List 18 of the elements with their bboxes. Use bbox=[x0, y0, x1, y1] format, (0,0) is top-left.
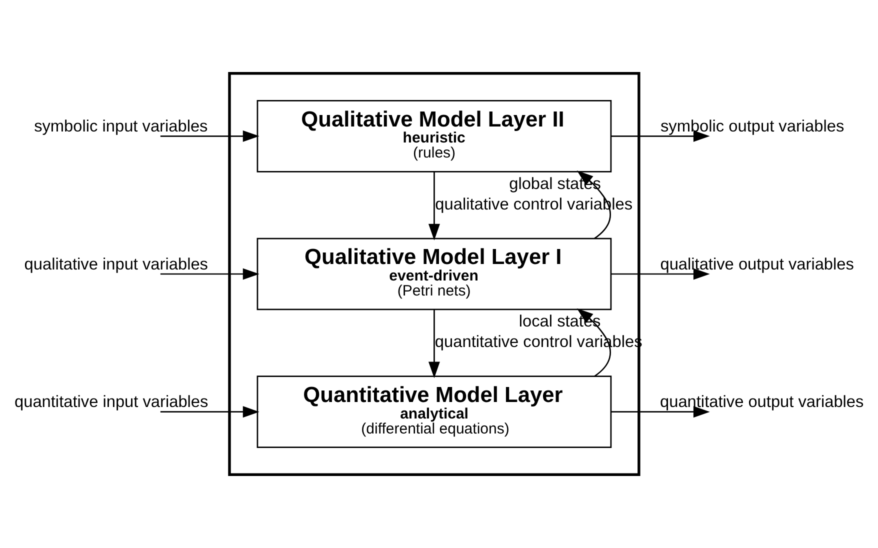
arrow bbox=[160, 268, 260, 280]
edge-label: qualitative input variables bbox=[24, 255, 208, 274]
arrow bbox=[611, 268, 710, 280]
node-box: Qualitative Model Layer II heuristic (rules) bbox=[256, 100, 612, 172]
edge-label: symbolic output variables bbox=[660, 118, 844, 136]
edge-label: qualitative output variables bbox=[660, 255, 854, 274]
arrow bbox=[428, 310, 440, 378]
node-box: Quantitative Model Layer analytical (differential equations) bbox=[256, 376, 612, 448]
arrow bbox=[611, 406, 710, 418]
arrow bbox=[428, 172, 440, 240]
edge-label: quantitative output variables bbox=[660, 393, 864, 412]
edge-label: symbolic input variables bbox=[34, 118, 208, 136]
cluster bbox=[228, 72, 640, 476]
edge-label: quantitative input variables bbox=[14, 393, 208, 412]
arrow bbox=[160, 406, 260, 418]
node-box: Qualitative Model Layer I event-driven (Petri nets) bbox=[256, 238, 612, 310]
arrow bbox=[611, 130, 710, 142]
arrow bbox=[160, 130, 260, 142]
